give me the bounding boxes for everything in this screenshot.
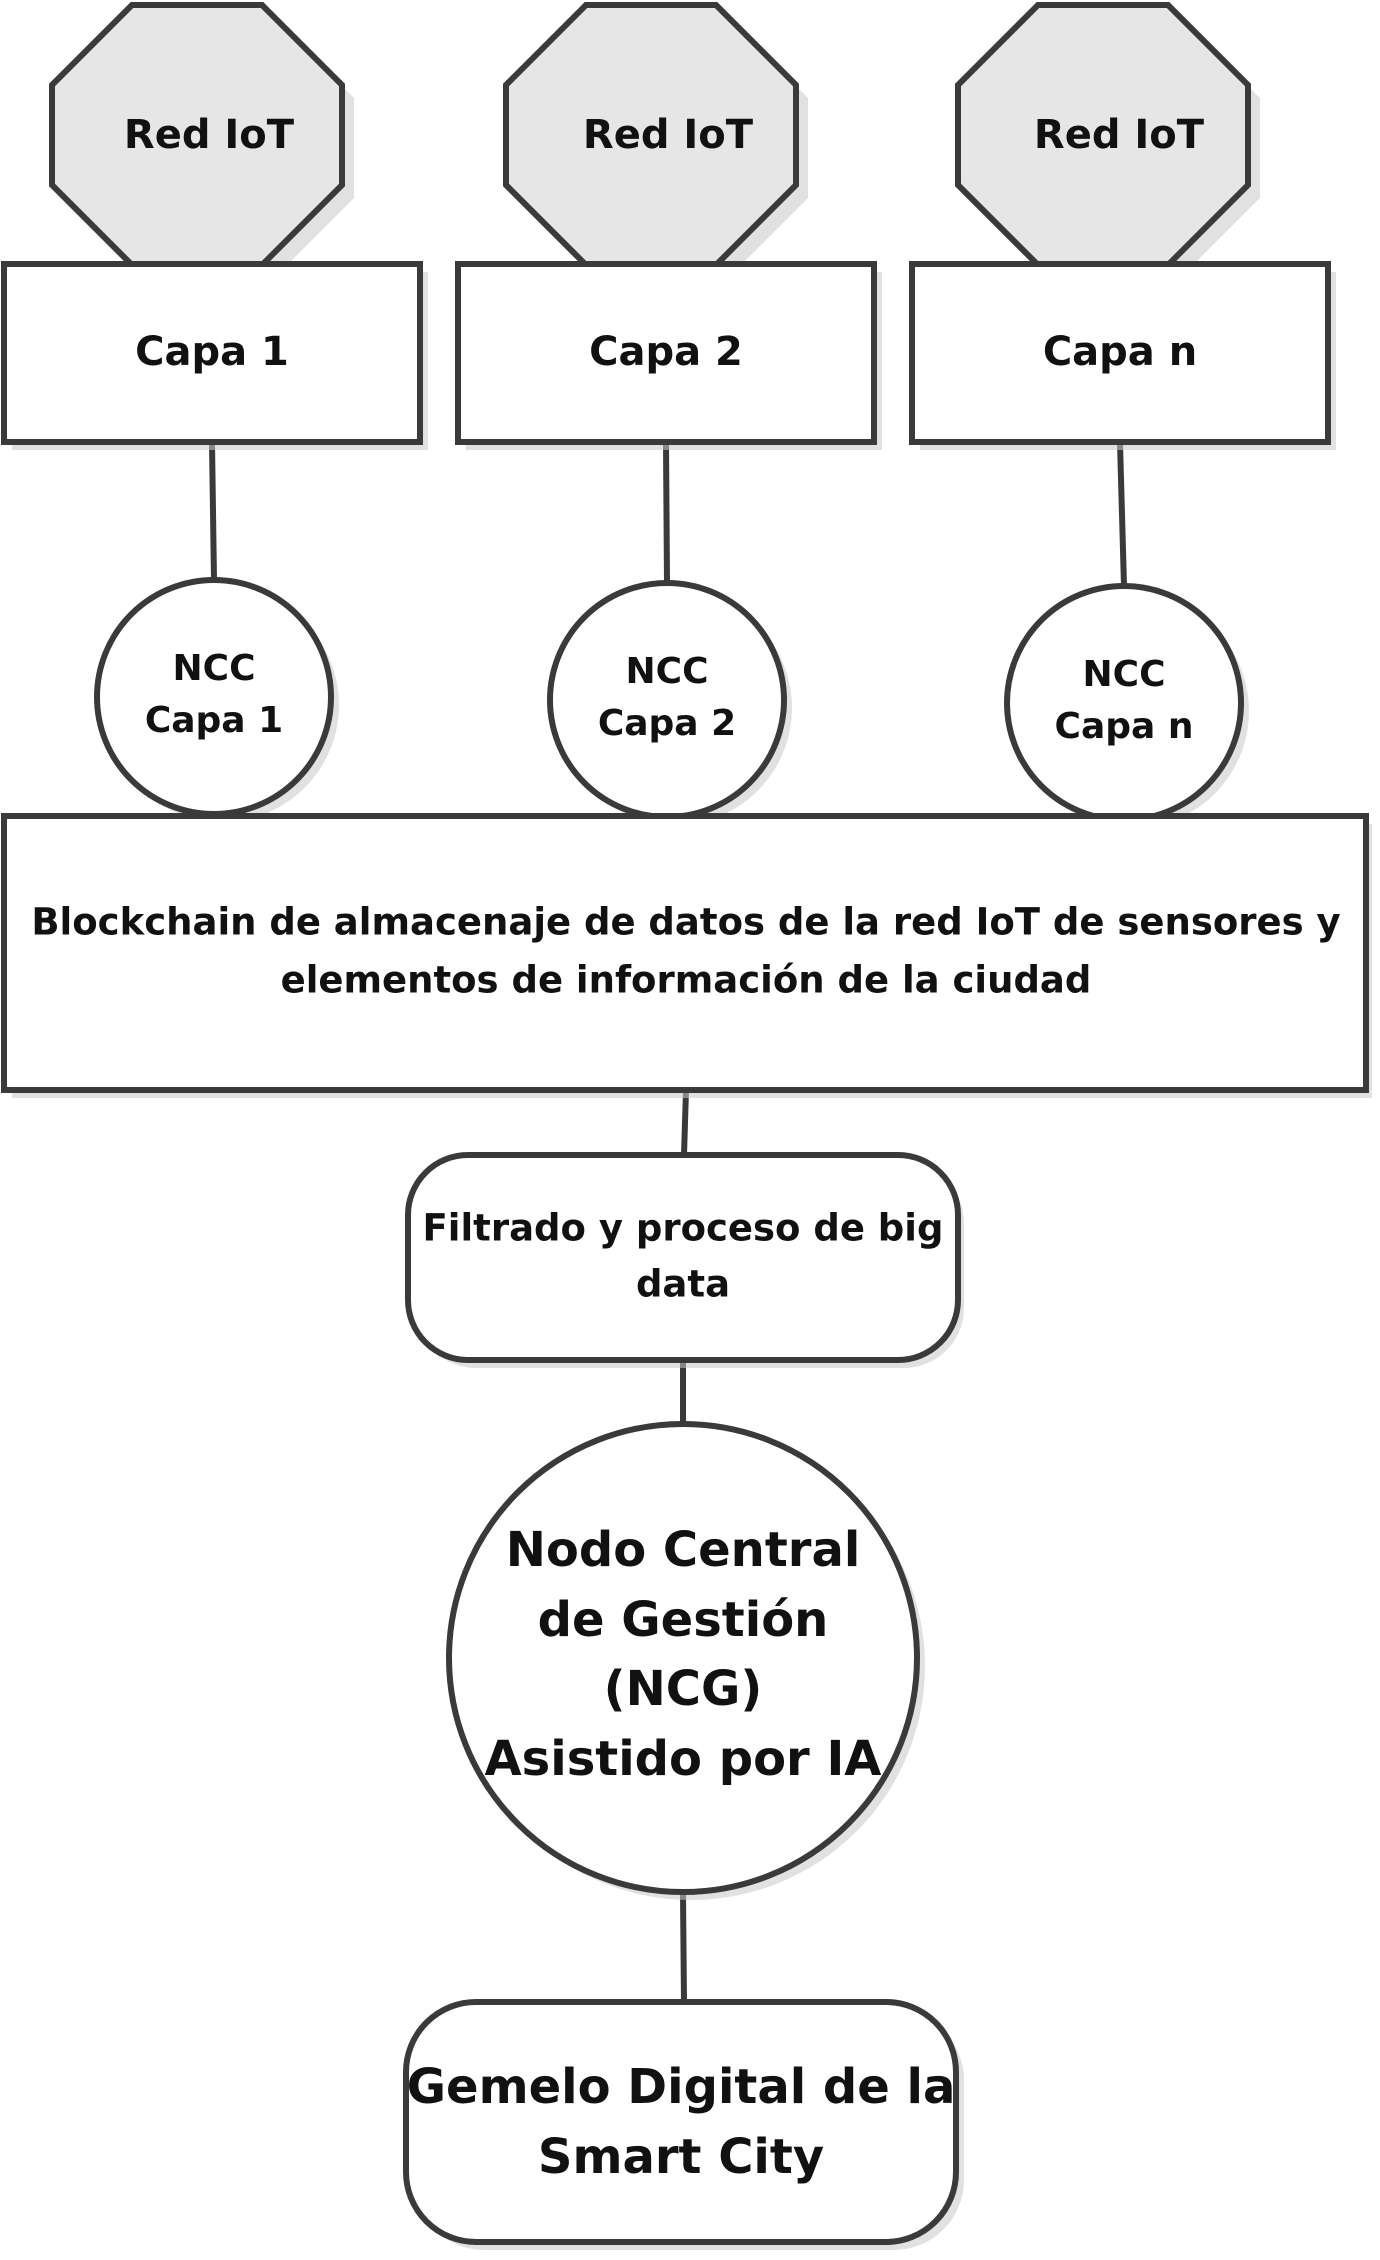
connector-capa1-ncc1 xyxy=(209,442,217,581)
big-data-label-line-1: Filtrado y proceso de big xyxy=(423,1207,944,1250)
iot-network-2: Red IoT xyxy=(503,2,808,278)
digital-twin-label-line-2: Smart City xyxy=(538,2129,824,2185)
iot-network-3: Red IoT xyxy=(955,2,1260,278)
connector-capa2-ncc2 xyxy=(663,442,670,584)
layer-box xyxy=(455,261,877,445)
blockchain-label-line-1: Blockchain de almacenaje de datos de la … xyxy=(31,901,1340,944)
big-data-box xyxy=(405,1152,961,1363)
ncc-label: NCC xyxy=(173,648,256,689)
layer-box xyxy=(1,261,423,445)
digital-twin-label-line-1: Gemelo Digital de la xyxy=(407,2059,956,2115)
blockchain-box xyxy=(1,813,1369,1093)
iot-network-1: Red IoT xyxy=(49,2,354,278)
ncc-node-n: NCC Capa n xyxy=(1004,583,1249,828)
digital-twin-box xyxy=(403,1999,959,2245)
ncg-label-line-2: de Gestión xyxy=(538,1592,829,1648)
ncc-layer-label: Capa 2 xyxy=(598,703,736,744)
connector-blockchain-bigdata xyxy=(681,1089,689,1156)
ncc-layer-label: Capa 1 xyxy=(145,700,283,741)
ncg-label-line-4: Asistido por IA xyxy=(485,1731,882,1787)
big-data-processing: Filtrado y proceso de big data xyxy=(405,1152,964,1368)
connectors xyxy=(209,442,1127,2003)
iot-network-label: Red IoT xyxy=(583,112,754,158)
central-management-node: Nodo Central de Gestión (NCG) Asistido p… xyxy=(446,1421,925,1900)
layer-box xyxy=(909,261,1331,445)
iot-network-label: Red IoT xyxy=(1034,112,1205,158)
layer-n: Capa n xyxy=(909,261,1336,450)
ncc-node-2: NCC Capa 2 xyxy=(547,580,792,825)
ncc-node-1: NCC Capa 1 xyxy=(94,577,339,822)
layer-2: Capa 2 xyxy=(455,261,882,450)
ncg-circle xyxy=(446,1421,920,1895)
layer-label: Capa 2 xyxy=(589,329,743,375)
ncc-circle xyxy=(1004,583,1244,823)
layer-1: Capa 1 xyxy=(1,261,428,450)
blockchain-storage: Blockchain de almacenaje de datos de la … xyxy=(1,813,1372,1098)
ncc-label: NCC xyxy=(626,651,709,692)
ncg-label-line-1: Nodo Central xyxy=(506,1522,861,1578)
connector-capan-nccn xyxy=(1117,442,1127,587)
big-data-label-line-2: data xyxy=(636,1263,730,1306)
ncc-circle xyxy=(94,577,334,817)
ncc-circle xyxy=(547,580,787,820)
connector-ncg-twin xyxy=(680,1893,687,2003)
layer-label: Capa n xyxy=(1043,329,1197,375)
digital-twin: Gemelo Digital de la Smart City xyxy=(403,1999,964,2250)
ncc-layer-label: Capa n xyxy=(1055,706,1194,747)
ncg-label-line-3: (NCG) xyxy=(604,1661,763,1717)
layer-label: Capa 1 xyxy=(135,329,289,375)
ncc-label: NCC xyxy=(1083,654,1166,695)
blockchain-label-line-2: elementos de información de la ciudad xyxy=(281,959,1092,1002)
iot-network-label: Red IoT xyxy=(124,112,295,158)
